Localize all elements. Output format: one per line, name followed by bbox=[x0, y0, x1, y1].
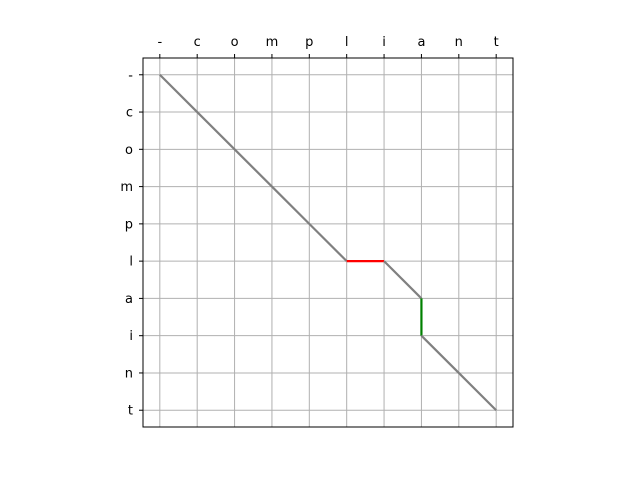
y-tick-label: m bbox=[120, 180, 133, 195]
y-tick-label: l bbox=[129, 255, 133, 270]
y-tick-label: i bbox=[129, 329, 133, 344]
x-tick-label: n bbox=[455, 35, 463, 50]
y-tick-label: c bbox=[126, 106, 133, 121]
x-tick-label: l bbox=[345, 35, 349, 50]
x-tick-label: p bbox=[305, 35, 313, 50]
grid bbox=[143, 58, 513, 427]
y-tick-label: - bbox=[128, 68, 133, 83]
x-tick-label: i bbox=[382, 35, 386, 50]
path-segment-match bbox=[420, 334, 497, 412]
path-segment-match bbox=[159, 73, 348, 262]
x-tick-label: c bbox=[194, 35, 201, 50]
y-tick-label: n bbox=[125, 366, 133, 381]
x-tick-label: t bbox=[494, 35, 499, 50]
plot-frame bbox=[142, 57, 514, 428]
alignment-path bbox=[159, 73, 497, 412]
x-tick-label: o bbox=[231, 35, 239, 50]
y-tick-label: a bbox=[125, 292, 133, 307]
y-tick-label: o bbox=[125, 143, 133, 158]
y-axis-left: - c o m p l a i n t bbox=[120, 68, 143, 419]
y-tick-label: p bbox=[125, 217, 133, 232]
x-tick-label: a bbox=[417, 35, 425, 50]
x-tick-label: - bbox=[157, 35, 162, 50]
x-tick-label: m bbox=[266, 35, 279, 50]
path-segment-match bbox=[383, 260, 423, 300]
y-tick-label: t bbox=[128, 404, 133, 419]
